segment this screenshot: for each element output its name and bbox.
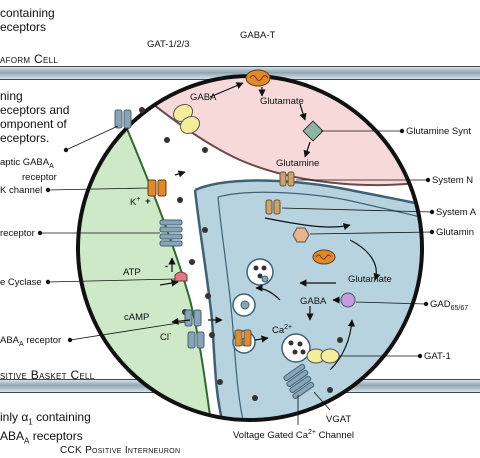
- label-gaba-inner: GABA: [300, 296, 327, 307]
- vgcc-channel: [283, 363, 315, 400]
- k-channel: [147, 179, 167, 197]
- glutaminase: [292, 227, 310, 243]
- gpcr-receptor: [159, 219, 183, 247]
- synaptic-gabaa-receptor: [184, 309, 205, 349]
- label-minus: -: [165, 261, 169, 272]
- bg-bottom-text: inly α1 containing ABAA receptors: [0, 410, 91, 446]
- gat1-transporter: [306, 348, 340, 364]
- label-vgcc: Voltage Gated Ca2+ Channel: [233, 429, 355, 442]
- cleft-gaba-dots: [139, 107, 343, 401]
- bg-left-text: ning eceptors and omponent of eceptors.: [0, 89, 70, 145]
- bg-cck-caps: CCK Positive Interneuron: [60, 445, 181, 456]
- gat123-transporter: [172, 103, 201, 135]
- bg-bottom-caps: sitive Basket Cell: [0, 368, 95, 382]
- label-gat1: GAT-1: [424, 351, 451, 362]
- label-glutamate-inner: Glutamate: [348, 274, 392, 285]
- adenylate-cyclase: [174, 271, 188, 282]
- label-k: K+: [130, 196, 141, 209]
- label-system-n: System N: [432, 175, 474, 186]
- label-system-a: System A: [436, 207, 477, 218]
- label-vgat: VGAT: [326, 414, 352, 425]
- label-glutamate-top: Glutamate: [260, 96, 304, 107]
- label-extrasynaptic-gabaa: aptic GABAA receptor: [0, 157, 57, 183]
- bg-top-text: containing eceptors: [0, 6, 55, 34]
- label-cl: Cl-: [160, 331, 172, 344]
- label-gat123: GAT-1/2/3: [147, 39, 190, 50]
- label-glutamine-synthetase: Glutamine Synt: [406, 126, 471, 137]
- gabat-mitochondrion: [245, 69, 271, 87]
- label-camp: cAMP: [124, 312, 150, 323]
- presyn-ca-channel: [234, 329, 252, 347]
- label-receptor: receptor: [0, 228, 35, 239]
- label-cyclase: e Cyclase: [0, 277, 42, 288]
- label-gaba-top: GABA: [190, 92, 217, 103]
- label-glutamine: Glutamine: [276, 158, 320, 169]
- label-ca: Ca2+: [272, 324, 293, 337]
- label-atp: ATP: [123, 267, 141, 278]
- label-glutamine-right: Glutamin: [436, 227, 475, 238]
- label-gabaa-receptor: ABAA receptor: [0, 335, 62, 348]
- gad-enzyme: [340, 292, 356, 308]
- label-plus: +: [145, 196, 151, 207]
- glutamine-synthetase: [302, 120, 324, 142]
- label-gabat: GABA-T: [240, 30, 276, 41]
- label-k-channel: K channel: [0, 185, 43, 196]
- bg-top-caps: aform Cell: [0, 52, 59, 66]
- inner-mitochondrion: [312, 249, 336, 265]
- system-a-transporter: [265, 199, 281, 215]
- extrasynaptic-gabaa-receptor: [114, 109, 132, 129]
- label-gad: GAD65/67: [430, 299, 469, 312]
- system-n-transporter: [279, 171, 295, 187]
